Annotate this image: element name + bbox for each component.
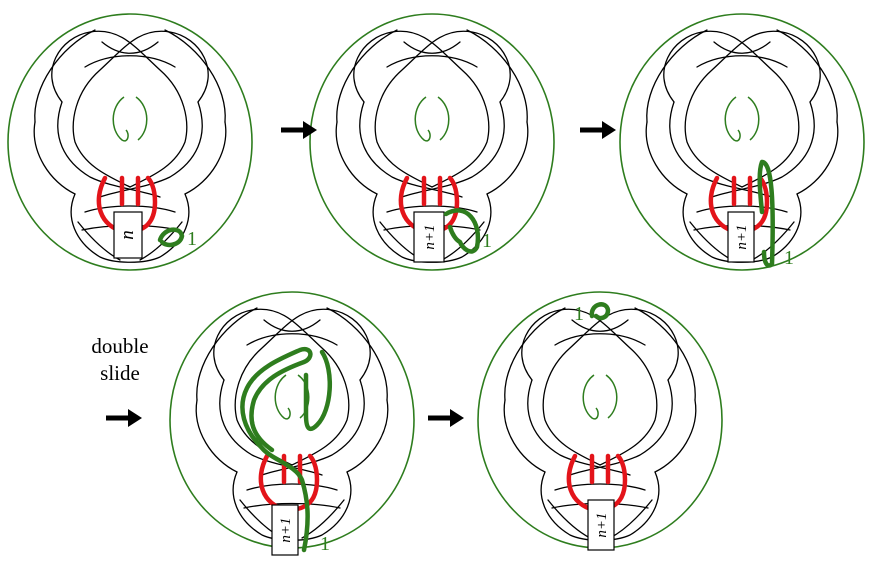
panel-5: n+1 1 (477, 291, 723, 551)
meridian-curve (582, 374, 618, 420)
twist-box-label: n+1 (734, 224, 750, 249)
framing-coefficient: 1 (320, 533, 330, 555)
framed-unknot (443, 208, 481, 254)
framed-unknot (757, 159, 775, 268)
arrow-right-icon (281, 121, 317, 139)
red-band (96, 175, 158, 235)
meridian-curve (724, 96, 760, 142)
framed-unknot (240, 346, 332, 553)
twist-box (413, 211, 445, 263)
framing-coefficient: 1 (784, 247, 794, 269)
red-band (708, 175, 770, 235)
arrow-right-icon (580, 121, 616, 139)
boundary-circle (619, 13, 865, 271)
twist-box (727, 211, 755, 263)
arrow-right-icon (428, 409, 464, 427)
twist-box-label: n+1 (422, 224, 438, 249)
twist-box (113, 211, 143, 259)
framing-coefficient: 1 (574, 303, 584, 325)
panel-1: n 1 (7, 13, 253, 271)
twist-box (271, 504, 299, 556)
panel-2: n+1 1 (309, 13, 555, 271)
arrow-right-icon (106, 409, 142, 427)
boundary-circle (309, 13, 555, 271)
red-band (398, 175, 460, 235)
double-slide-label-line2: slide (100, 361, 140, 385)
framed-unknot (157, 227, 185, 248)
boundary-circle (7, 13, 253, 271)
twist-box-label: n (117, 230, 138, 240)
twist-box (587, 499, 615, 551)
framing-coefficient: 1 (482, 230, 492, 252)
double-slide-label-line1: double (91, 334, 148, 358)
framed-unknot (589, 302, 611, 321)
twist-box-label: n+1 (594, 512, 610, 537)
meridian-curve (112, 96, 148, 142)
meridian-curve (274, 374, 310, 420)
panel-4: n+1 1 (169, 291, 415, 556)
meridian-curve (414, 96, 450, 142)
framing-coefficient: 1 (187, 228, 197, 250)
panel-3: n+1 1 (619, 13, 865, 271)
twist-box-label: n+1 (278, 517, 294, 542)
